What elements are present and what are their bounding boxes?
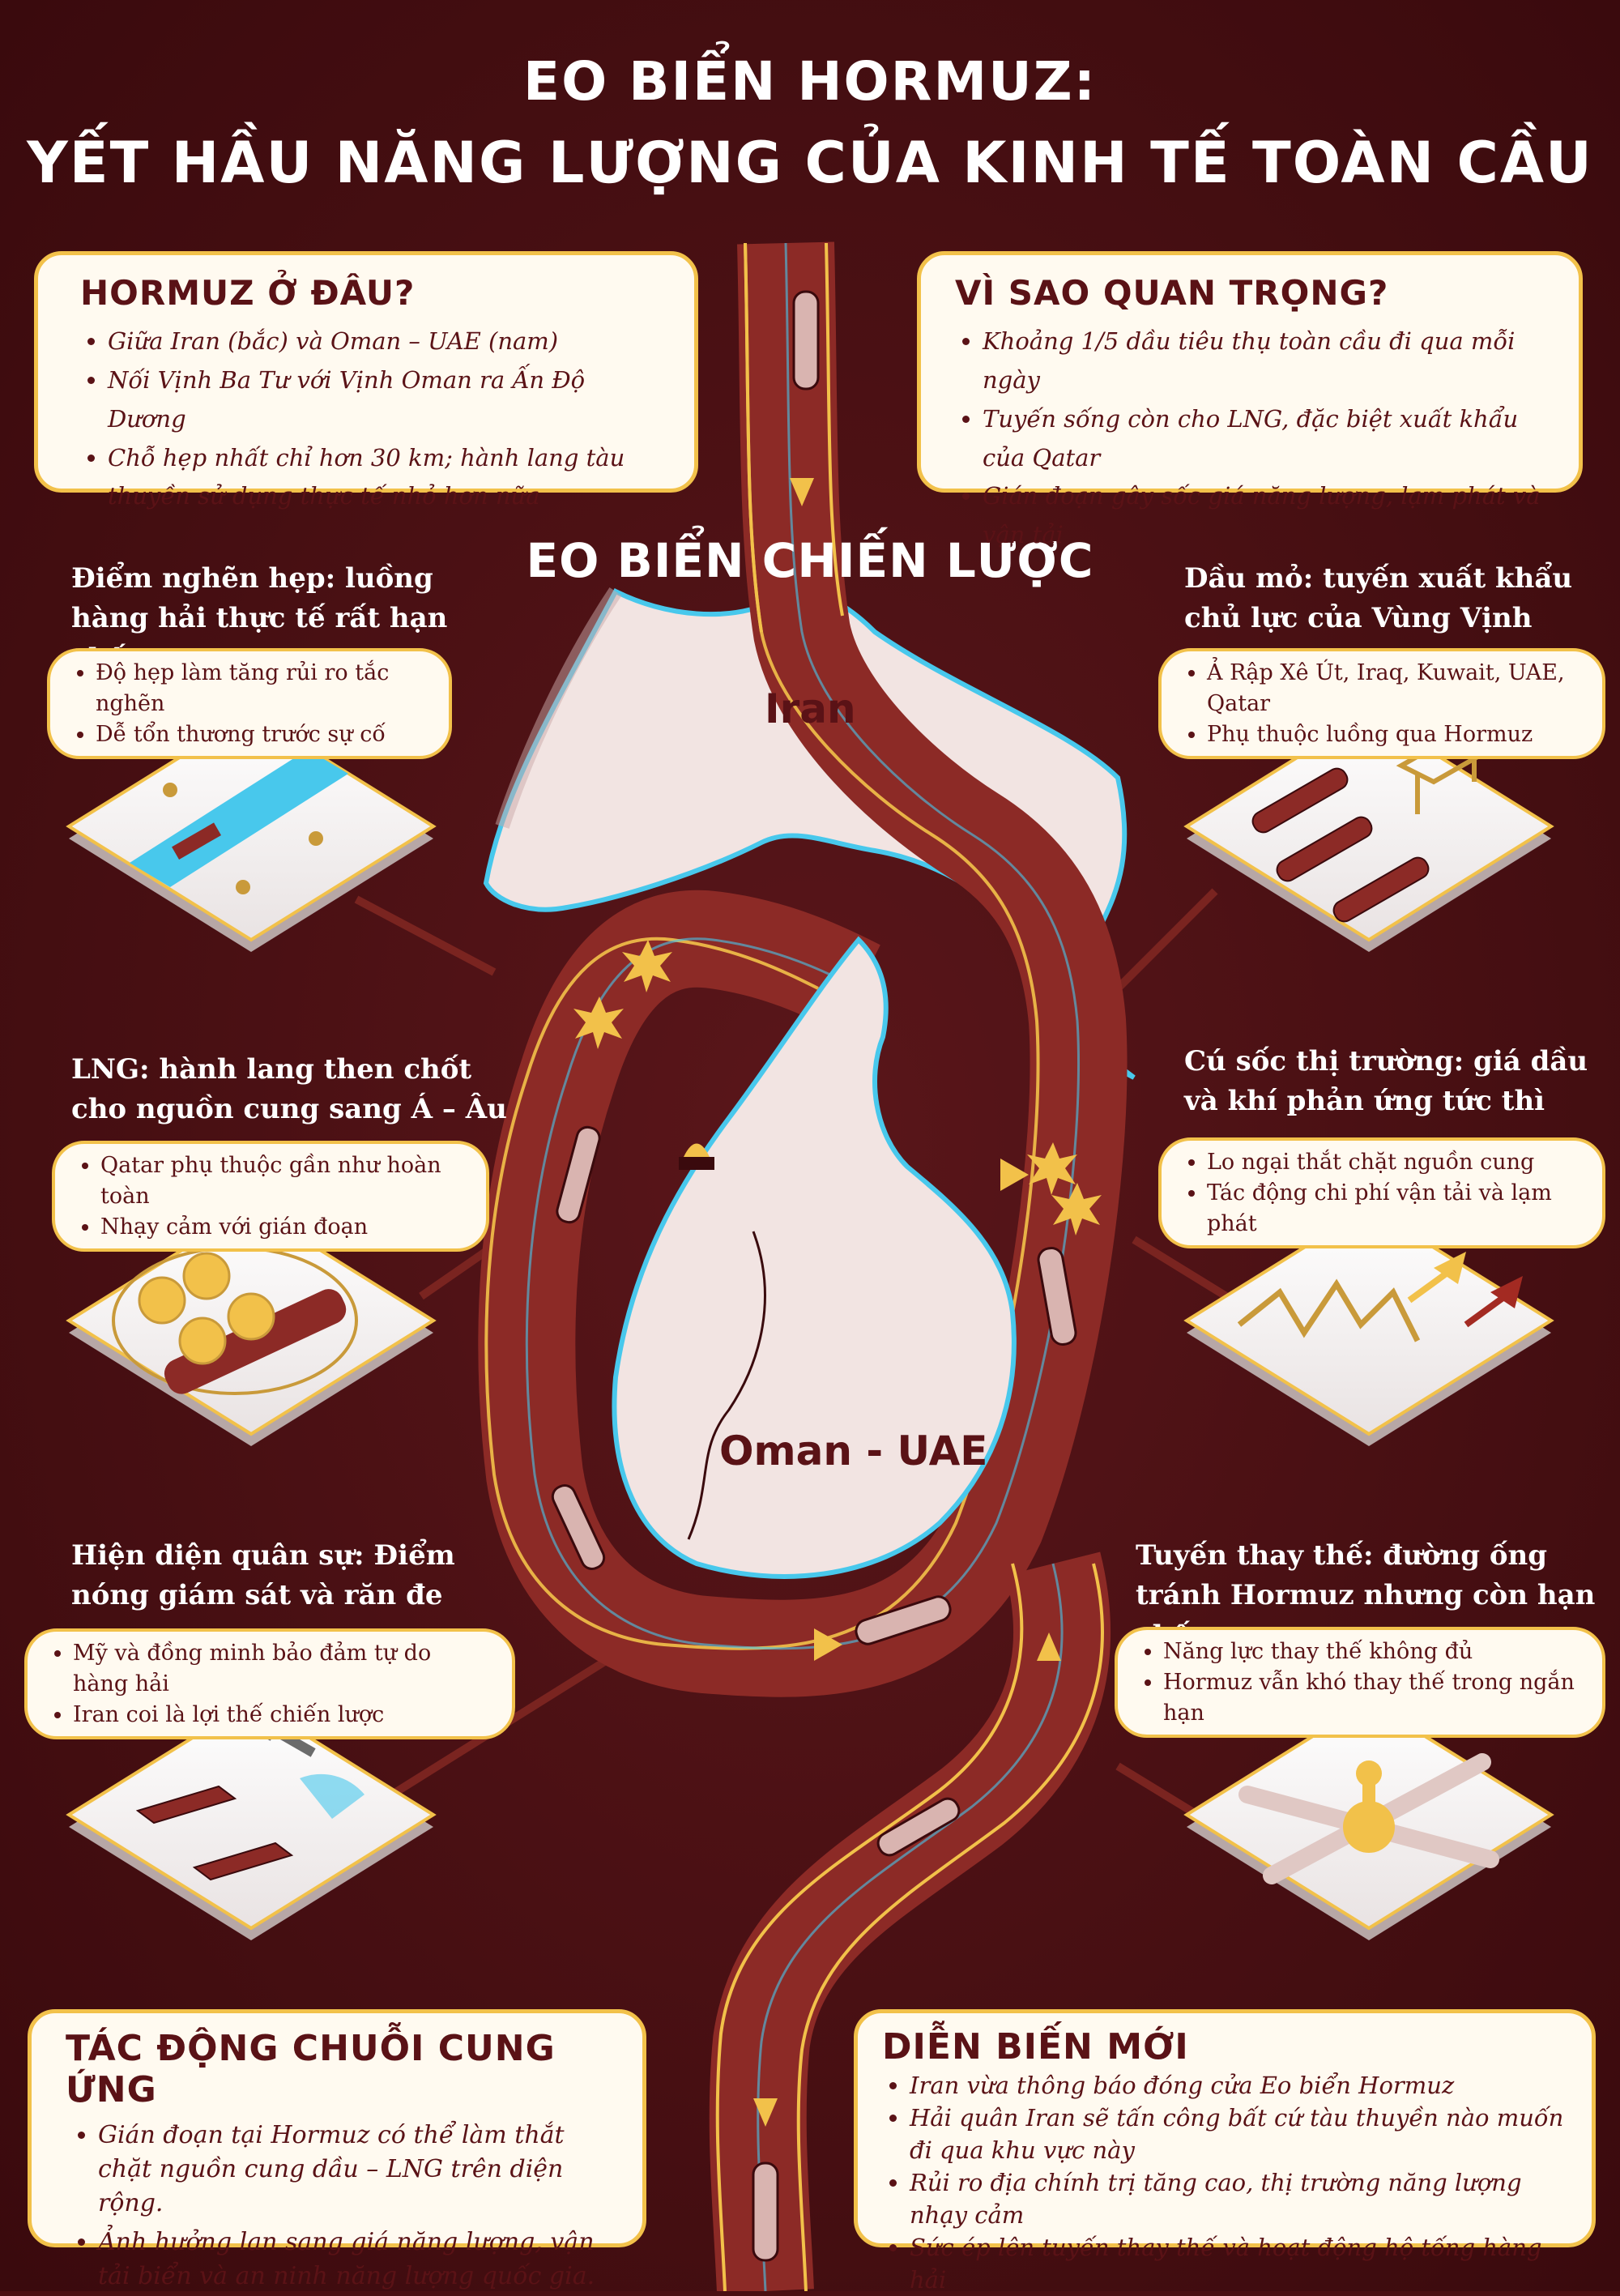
news-item: Rủi ro địa chính trị tăng cao, thị trườn… bbox=[910, 2166, 1571, 2231]
direction-arrows bbox=[753, 478, 1061, 2127]
why-item: Tuyến sống còn cho LNG, đặc biệt xuất kh… bbox=[983, 400, 1554, 478]
where-item: Nối Vịnh Ba Tư với Vịnh Oman ra Ấn Độ Dư… bbox=[108, 361, 670, 439]
page-title-line2: YẾT HẦU NĂNG LƯỢNG CỦA KINH TẾ TOÀN CẦU bbox=[27, 130, 1593, 196]
lng-pill: Qatar phụ thuộc gần như hoàn toàn Nhạy c… bbox=[52, 1141, 489, 1253]
market-pill: Lo ngại thắt chặt nguồn cung Tác động ch… bbox=[1158, 1137, 1605, 1249]
supply-item: Gián đoạn tại Hormuz có thể làm thắt chặ… bbox=[98, 2119, 621, 2221]
market-label: Cú sốc thị trường: giá dầu và khí phản ứ… bbox=[1184, 1045, 1588, 1118]
center-title: EO BIỂN CHIẾN LƯỢC bbox=[526, 533, 1094, 588]
radar-icon bbox=[300, 1773, 364, 1819]
supply-heading: TÁC ĐỘNG CHUỖI CUNG ỨNG bbox=[66, 2028, 556, 2110]
news-item: Iran vừa thông báo đóng cửa Eo biển Horm… bbox=[910, 2069, 1571, 2102]
ship-icon bbox=[551, 290, 1077, 2262]
news-box: DIỄN BIẾN MỚI Iran vừa thông báo đóng cử… bbox=[854, 2009, 1596, 2294]
oil-item: Phụ thuộc luồng qua Hormuz bbox=[1207, 719, 1581, 750]
news-heading: DIỄN BIẾN MỚI bbox=[882, 2026, 1189, 2068]
tile-chokepoint bbox=[66, 711, 437, 952]
market-item: Lo ngại thắt chặt nguồn cung bbox=[1207, 1147, 1581, 1178]
where-box: HORMUZ Ở ĐÂU? Giữa Iran (bắc) và Oman – … bbox=[34, 251, 698, 510]
chokepoint-item: Dễ tổn thương trước sự cố bbox=[96, 719, 428, 750]
supply-box: TÁC ĐỘNG CHUỖI CUNG ỨNG Gián đoạn tại Ho… bbox=[28, 2009, 646, 2290]
chokepoint-item: Độ hẹp làm tăng rủi ro tắc nghẽn bbox=[96, 658, 428, 719]
military-item: Iran coi là lợi thế chiến lược bbox=[73, 1700, 491, 1731]
where-item: Giữa Iran (bắc) và Oman – UAE (nam) bbox=[108, 322, 670, 361]
pipeline-pill: Năng lực thay thế không đủ Hormuz vẫn kh… bbox=[1115, 1627, 1605, 1739]
news-item: Hải quân Iran sẽ tấn công bất cứ tàu thu… bbox=[910, 2102, 1571, 2166]
military-pill: Mỹ và đồng minh bảo đảm tự do hàng hải I… bbox=[24, 1628, 515, 1740]
chokepoint-pill: Độ hẹp làm tăng rủi ro tắc nghẽn Dễ tổn … bbox=[47, 648, 452, 760]
warship-icon bbox=[135, 1785, 294, 1881]
tile-military bbox=[66, 1699, 437, 1940]
military-label: Hiện diện quân sự: Điểm nóng giám sát và… bbox=[71, 1539, 455, 1612]
oil-pill: Ả Rập Xê Út, Iraq, Kuwait, UAE, Qatar Ph… bbox=[1158, 648, 1605, 760]
why-box: VÌ SAO QUAN TRỌNG? Khoảng 1/5 dầu tiêu t… bbox=[917, 251, 1583, 548]
why-item: Khoảng 1/5 dầu tiêu thụ toàn cầu đi qua … bbox=[983, 322, 1554, 400]
pipeline-item: Hormuz vẫn khó thay thế trong ngắn hạn bbox=[1163, 1667, 1581, 1729]
pipeline-item: Năng lực thay thế không đủ bbox=[1163, 1637, 1581, 1667]
market-item: Tác động chi phí vận tải và lạm phát bbox=[1207, 1178, 1581, 1240]
map-label-iran: Iran bbox=[765, 685, 856, 732]
why-item: Gián đoạn gây sốc giá năng lượng, lạm ph… bbox=[983, 477, 1554, 555]
lng-item: Qatar phụ thuộc gần như hoàn toàn bbox=[100, 1150, 465, 1212]
pipeline-label: Tuyến thay thế: đường ống tránh Hormuz n… bbox=[1136, 1539, 1596, 1652]
tile-oil bbox=[1183, 711, 1554, 952]
tile-market bbox=[1183, 1205, 1554, 1446]
news-item: Sức ép lên tuyến thay thế và hoạt động h… bbox=[910, 2231, 1571, 2296]
why-heading: VÌ SAO QUAN TRỌNG? bbox=[955, 273, 1389, 313]
map-label-oman-uae: Oman - UAE bbox=[719, 1428, 988, 1474]
oil-item: Ả Rập Xê Út, Iraq, Kuwait, UAE, Qatar bbox=[1207, 658, 1581, 719]
tile-pipeline bbox=[1183, 1699, 1554, 1940]
oil-label: Dầu mỏ: tuyến xuất khẩu chủ lực của Vùng… bbox=[1184, 562, 1573, 635]
where-heading: HORMUZ Ở ĐÂU? bbox=[80, 273, 416, 313]
supply-item: Ảnh hưởng lan sang giá năng lượng, vận t… bbox=[98, 2226, 621, 2294]
explosion-icon bbox=[573, 940, 1102, 1235]
lng-item: Nhạy cảm với gián đoạn bbox=[100, 1212, 465, 1243]
chart-icon bbox=[1237, 1278, 1421, 1342]
where-item: Chỗ hẹp nhất chỉ hơn 30 km; hành lang tà… bbox=[108, 439, 670, 517]
military-item: Mỹ và đồng minh bảo đảm tự do hàng hải bbox=[73, 1638, 491, 1700]
tile-lng bbox=[66, 1205, 437, 1446]
page-title-line1: EO BIỂN HORMUZ: bbox=[522, 50, 1097, 113]
siren-icon bbox=[679, 1143, 714, 1170]
lng-label: LNG: hành lang then chốt cho nguồn cung … bbox=[71, 1053, 507, 1126]
